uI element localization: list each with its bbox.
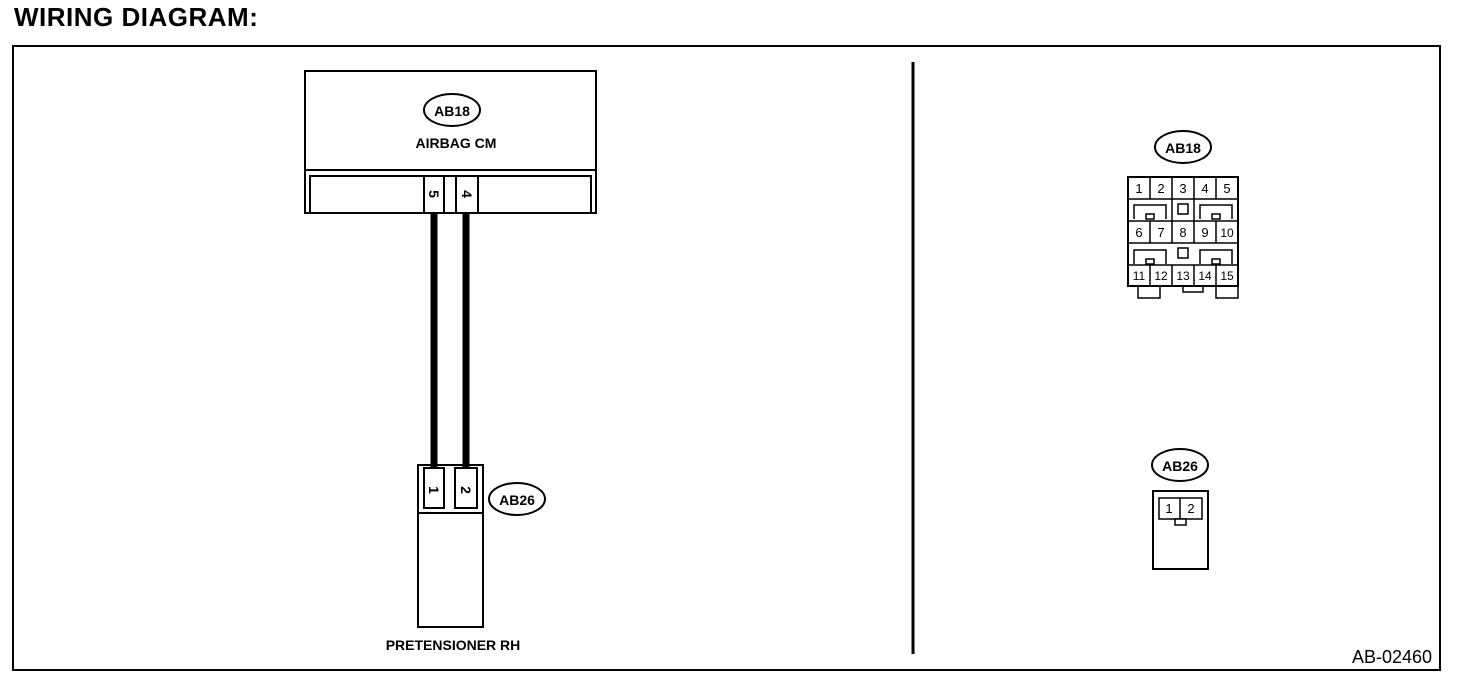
module-connector-housing: [309, 175, 592, 214]
pretensioner-pin-label: 1: [426, 486, 442, 494]
ab18-pin-number: 9: [1201, 225, 1208, 240]
ab18-pin-number: 6: [1135, 225, 1142, 240]
ab18-pin-number: 5: [1223, 181, 1230, 196]
ab26-pin-number: 1: [1165, 501, 1172, 516]
pretensioner-label: PRETENSIONER RH: [386, 637, 521, 653]
diagram-frame: [12, 45, 1441, 671]
ab18-view-tag: [1154, 130, 1212, 164]
ab18-pin-number: 11: [1133, 269, 1146, 283]
ab26-housing: [1152, 490, 1209, 570]
ab18-pin-number: 3: [1179, 181, 1186, 196]
ab18-pin-number: 1: [1135, 181, 1142, 196]
page-title: WIRING DIAGRAM:: [14, 2, 259, 32]
ab18-pin-number: 4: [1201, 181, 1208, 196]
ab18-pin-number: 10: [1220, 226, 1234, 240]
ab18-pin-number: 2: [1157, 181, 1164, 196]
ab26-view-tag-label: AB26: [1162, 458, 1198, 474]
ab18-tag-label: AB18: [434, 103, 470, 119]
ab26-view-tag: [1151, 448, 1209, 482]
ab18-pin-number: 12: [1154, 269, 1168, 283]
ab26-pin-number: 2: [1187, 501, 1194, 516]
module-label: AIRBAG CM: [416, 135, 497, 151]
ab26-connector-view: AB26 1 2: [1151, 448, 1209, 570]
module-pin-label: 5: [426, 190, 442, 198]
ab18-view-tag-label: AB18: [1165, 140, 1201, 156]
module-pin-label: 4: [459, 190, 475, 198]
ab18-pin-number: 14: [1198, 269, 1212, 283]
ab26-tag-label: AB26: [499, 492, 535, 508]
ab18-pin-number: 8: [1179, 225, 1186, 240]
pretensioner-connector: [417, 464, 484, 514]
ab18-pin-number: 15: [1220, 269, 1234, 283]
pretensioner-pin-label: 2: [458, 486, 474, 494]
ab18-connector-tag: [423, 93, 481, 127]
pretensioner-rh: 1 2 AB26 PRETENSIONER RH: [386, 464, 546, 653]
pretensioner-pin-cell: [423, 467, 445, 509]
pretensioner-pin-cell: [454, 467, 478, 509]
airbag-control-module: AB18 AIRBAG CM 5 4: [304, 70, 597, 214]
ab18-connector-view: AB18: [1127, 130, 1239, 299]
ab18-pin-number: 13: [1176, 269, 1190, 283]
diagram-code: AB-02460: [1352, 647, 1432, 667]
pretensioner-body: [417, 512, 484, 628]
ab18-pin-number: 7: [1157, 225, 1164, 240]
ab26-connector-tag: [488, 482, 546, 516]
